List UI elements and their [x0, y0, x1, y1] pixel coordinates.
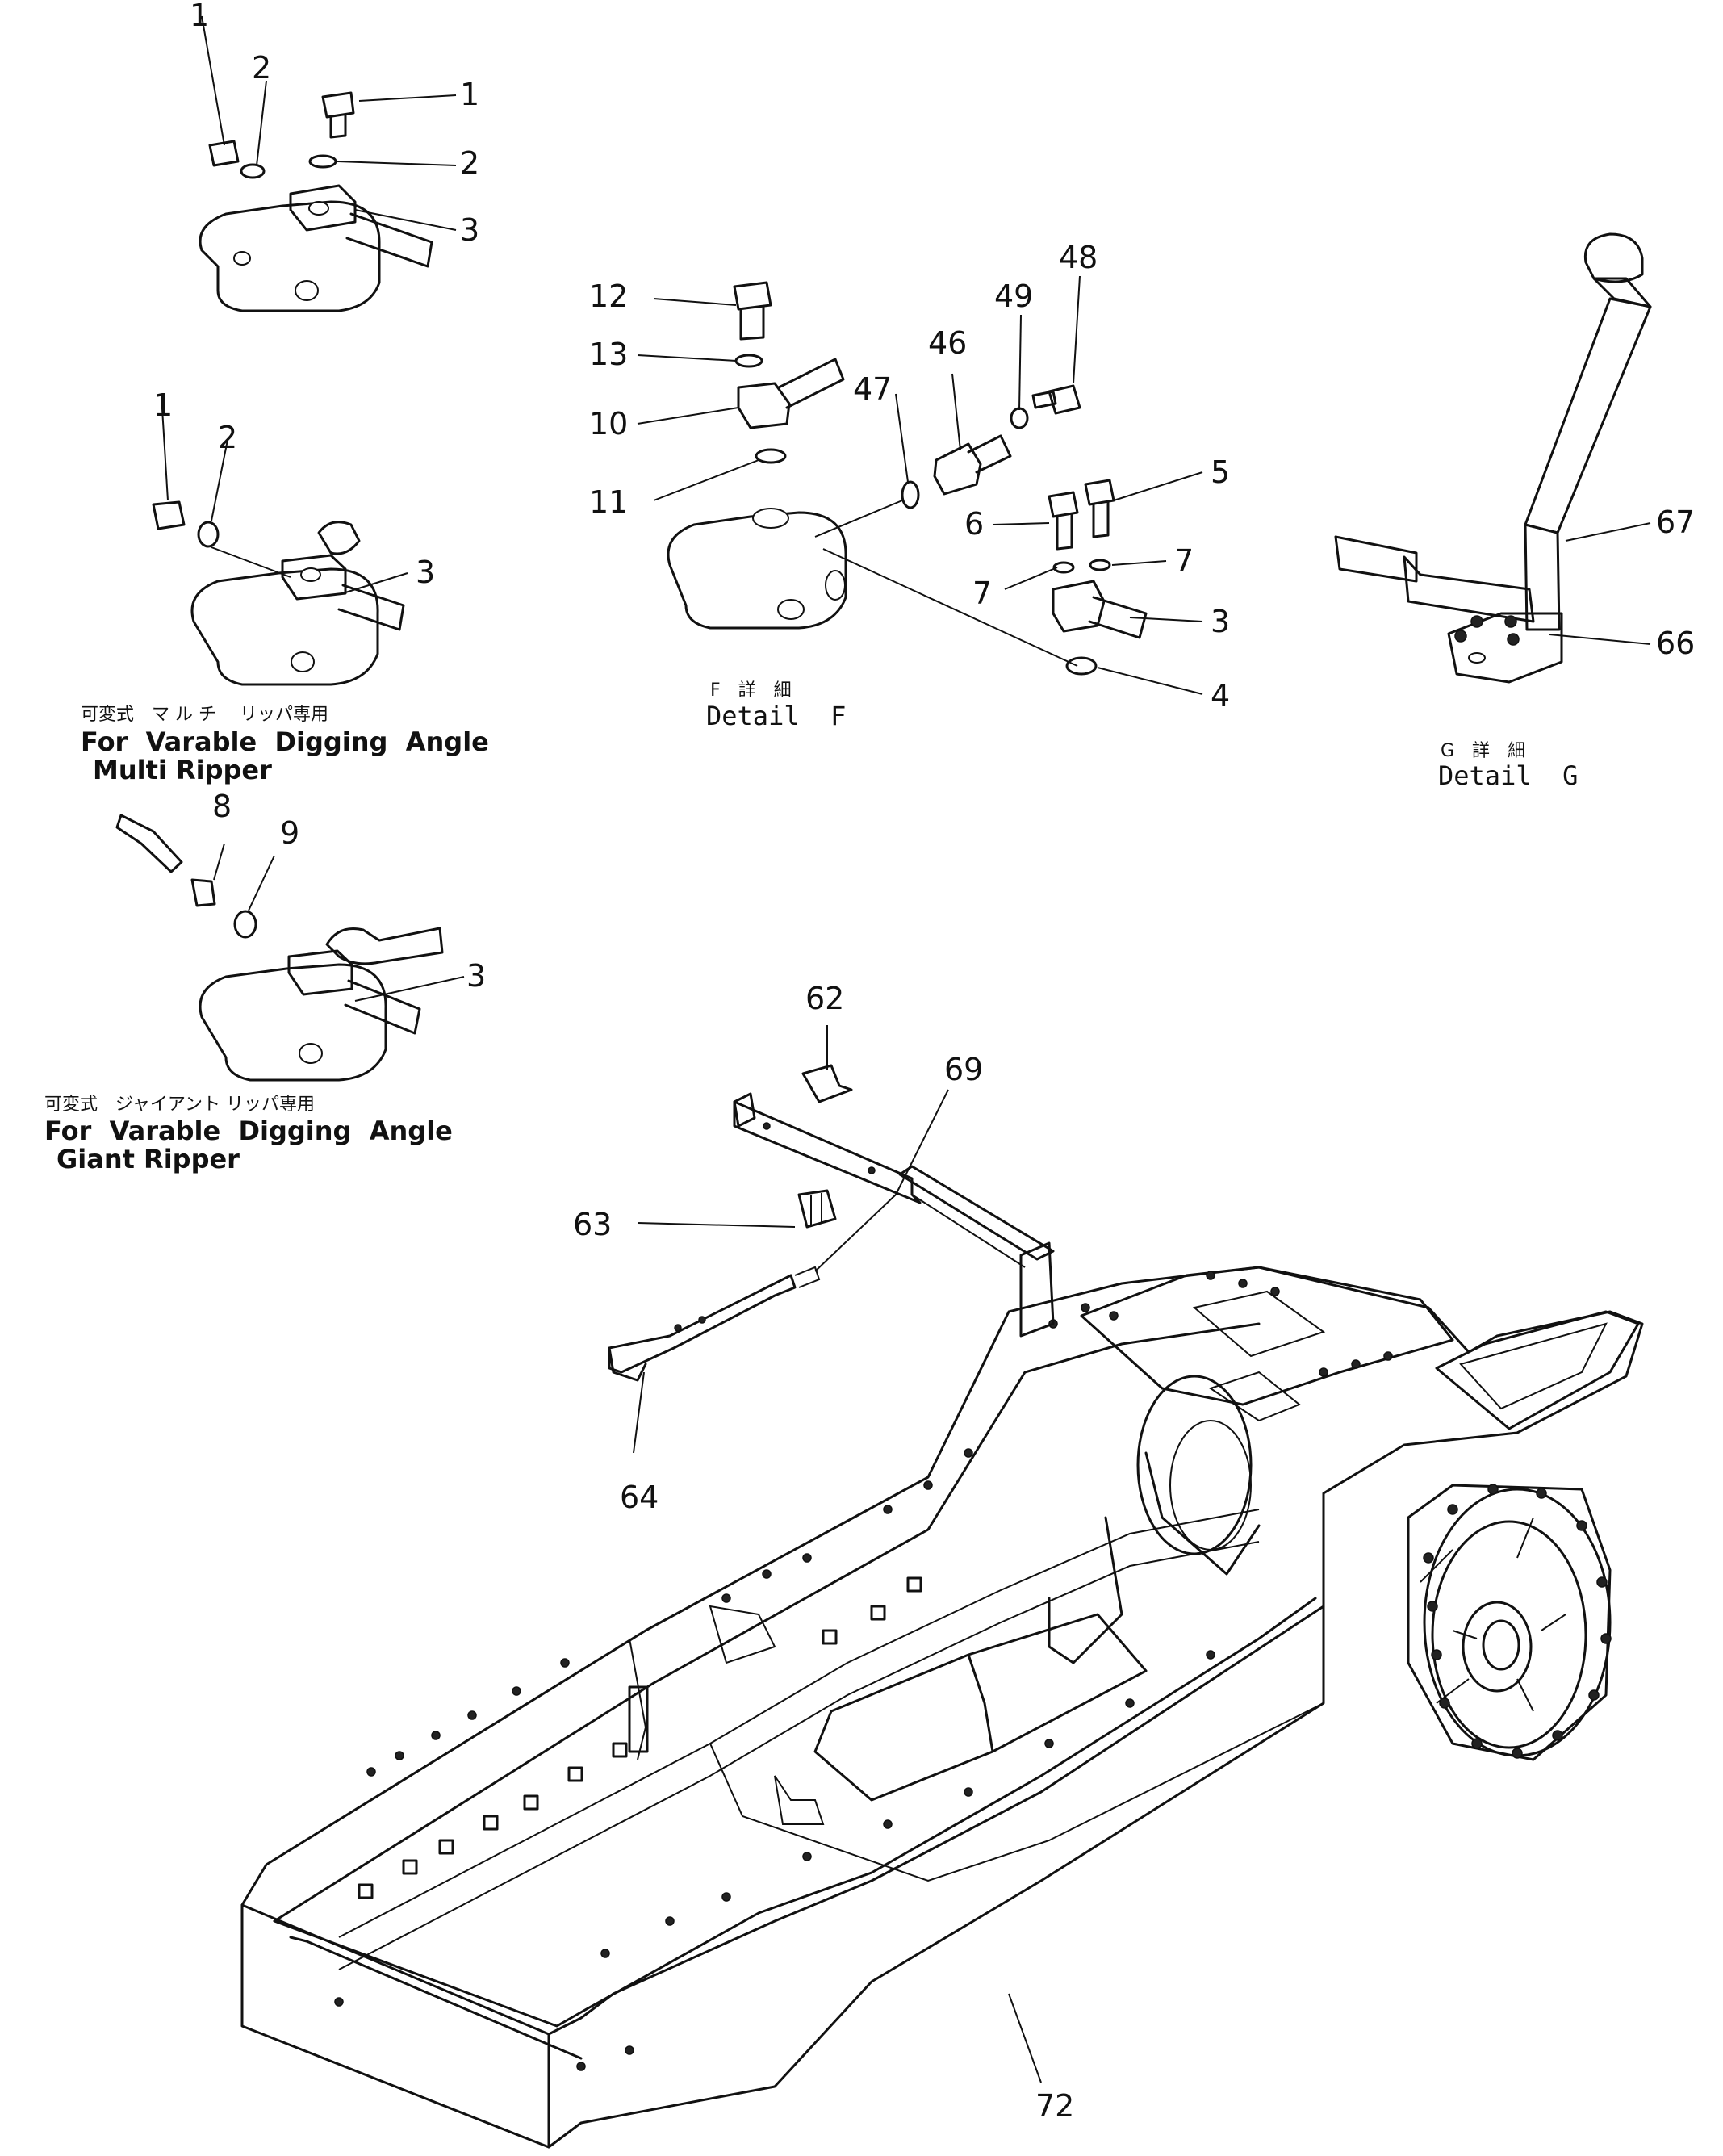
callout-8: 8 — [212, 789, 232, 824]
caption-multi-ripper-en2: Multi Ripper — [93, 755, 272, 785]
callout-2: 2 — [218, 420, 237, 455]
callout-12: 12 — [589, 278, 628, 314]
callout-69: 69 — [944, 1052, 983, 1087]
callout-3: 3 — [466, 958, 486, 994]
callout-labels: 1 2 1 2 3 1 2 3 8 9 3 12 13 10 11 47 46 … — [153, 0, 1695, 2124]
callout-2: 2 — [252, 50, 271, 86]
captions: 可変式 マ ル チ リッパ専用 For Varable Digging Angl… — [44, 680, 1578, 1174]
main-frame — [240, 1266, 1644, 2149]
caption-detail-f-en: Detail F — [706, 701, 846, 731]
caption-detail-f-jp: F 詳 細 — [710, 680, 792, 701]
callout-66: 66 — [1656, 626, 1695, 661]
callout-11: 11 — [589, 484, 628, 520]
detail-g-assembly — [1334, 232, 1652, 684]
caption-multi-ripper-jp: 可変式 マ ル チ リッパ専用 — [81, 705, 328, 725]
callout-5: 5 — [1211, 454, 1230, 490]
callout-13: 13 — [589, 337, 628, 372]
valve-assembly-standard — [199, 91, 433, 312]
callout-46: 46 — [928, 325, 967, 361]
caption-multi-ripper-en1: For Varable Digging Angle — [81, 726, 489, 757]
callout-67: 67 — [1656, 504, 1695, 540]
callout-63: 63 — [573, 1207, 612, 1242]
rail-blocks — [358, 1576, 922, 1899]
callout-9: 9 — [280, 815, 299, 851]
callout-1: 1 — [190, 0, 209, 33]
callout-49: 49 — [994, 278, 1033, 314]
callout-72: 72 — [1035, 2088, 1074, 2124]
callout-48: 48 — [1059, 240, 1098, 275]
callout-7: 7 — [1174, 543, 1194, 579]
valve-assembly-giant-ripper — [115, 814, 444, 1082]
callout-6: 6 — [964, 506, 984, 542]
caption-giant-ripper-en2: Giant Ripper — [56, 1144, 240, 1174]
callout-62: 62 — [805, 981, 844, 1016]
detail-f-assembly — [667, 281, 1148, 676]
callout-1: 1 — [460, 77, 479, 112]
callout-4: 4 — [1211, 678, 1230, 714]
caption-detail-g-en: Detail G — [1438, 760, 1578, 791]
callout-3: 3 — [1211, 604, 1230, 639]
callout-10: 10 — [589, 406, 628, 442]
callout-47: 47 — [853, 371, 892, 407]
callout-3: 3 — [460, 212, 479, 248]
caption-giant-ripper-jp: 可変式 ジャイアント リッパ専用 — [44, 1095, 315, 1115]
callout-7: 7 — [972, 576, 992, 611]
callout-2: 2 — [460, 145, 479, 181]
caption-giant-ripper-en1: For Varable Digging Angle — [44, 1116, 453, 1146]
callout-64: 64 — [620, 1480, 659, 1515]
caption-detail-g-jp: G 詳 細 — [1441, 741, 1525, 761]
callout-1: 1 — [153, 387, 173, 423]
beam-assembly — [608, 1064, 1055, 1382]
frame-bolts — [334, 1271, 1612, 2071]
callout-3: 3 — [416, 555, 435, 590]
valve-assembly-multi-ripper — [152, 500, 405, 686]
